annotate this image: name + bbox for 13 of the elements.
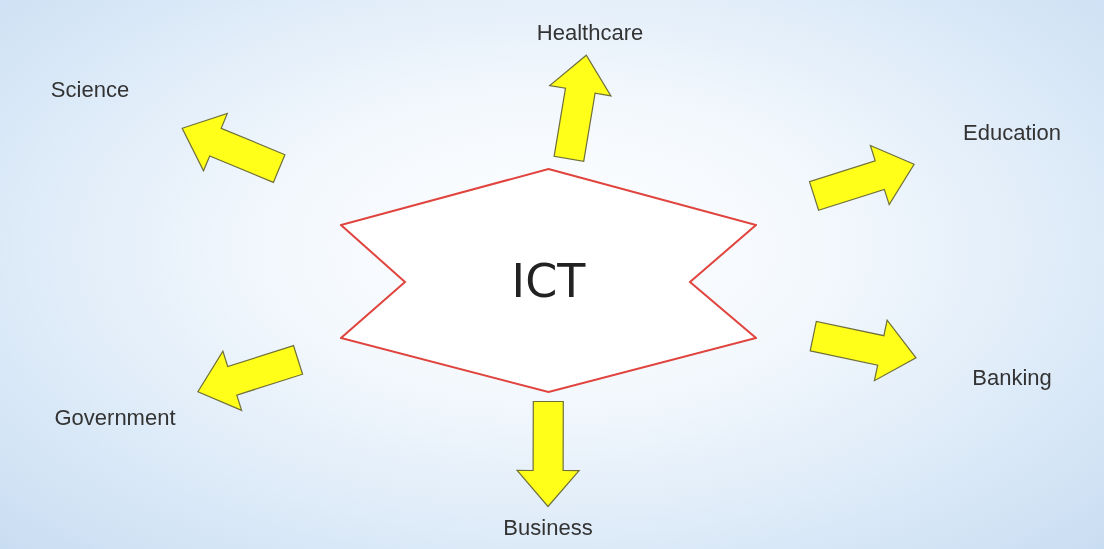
- category-label: Education: [963, 120, 1061, 146]
- block-arrow: [515, 400, 581, 508]
- category-label: Banking: [972, 365, 1052, 391]
- block-arrow: [197, 344, 304, 412]
- block-arrow: [548, 54, 613, 162]
- block-arrow: [809, 318, 917, 382]
- center-label: ICT: [511, 253, 586, 308]
- category-label: Government: [54, 405, 176, 431]
- category-label: Business: [503, 515, 593, 541]
- category-label: Healthcare: [536, 20, 644, 46]
- category-label: Science: [50, 77, 130, 103]
- block-arrow: [808, 144, 915, 212]
- block-arrow: [181, 112, 286, 184]
